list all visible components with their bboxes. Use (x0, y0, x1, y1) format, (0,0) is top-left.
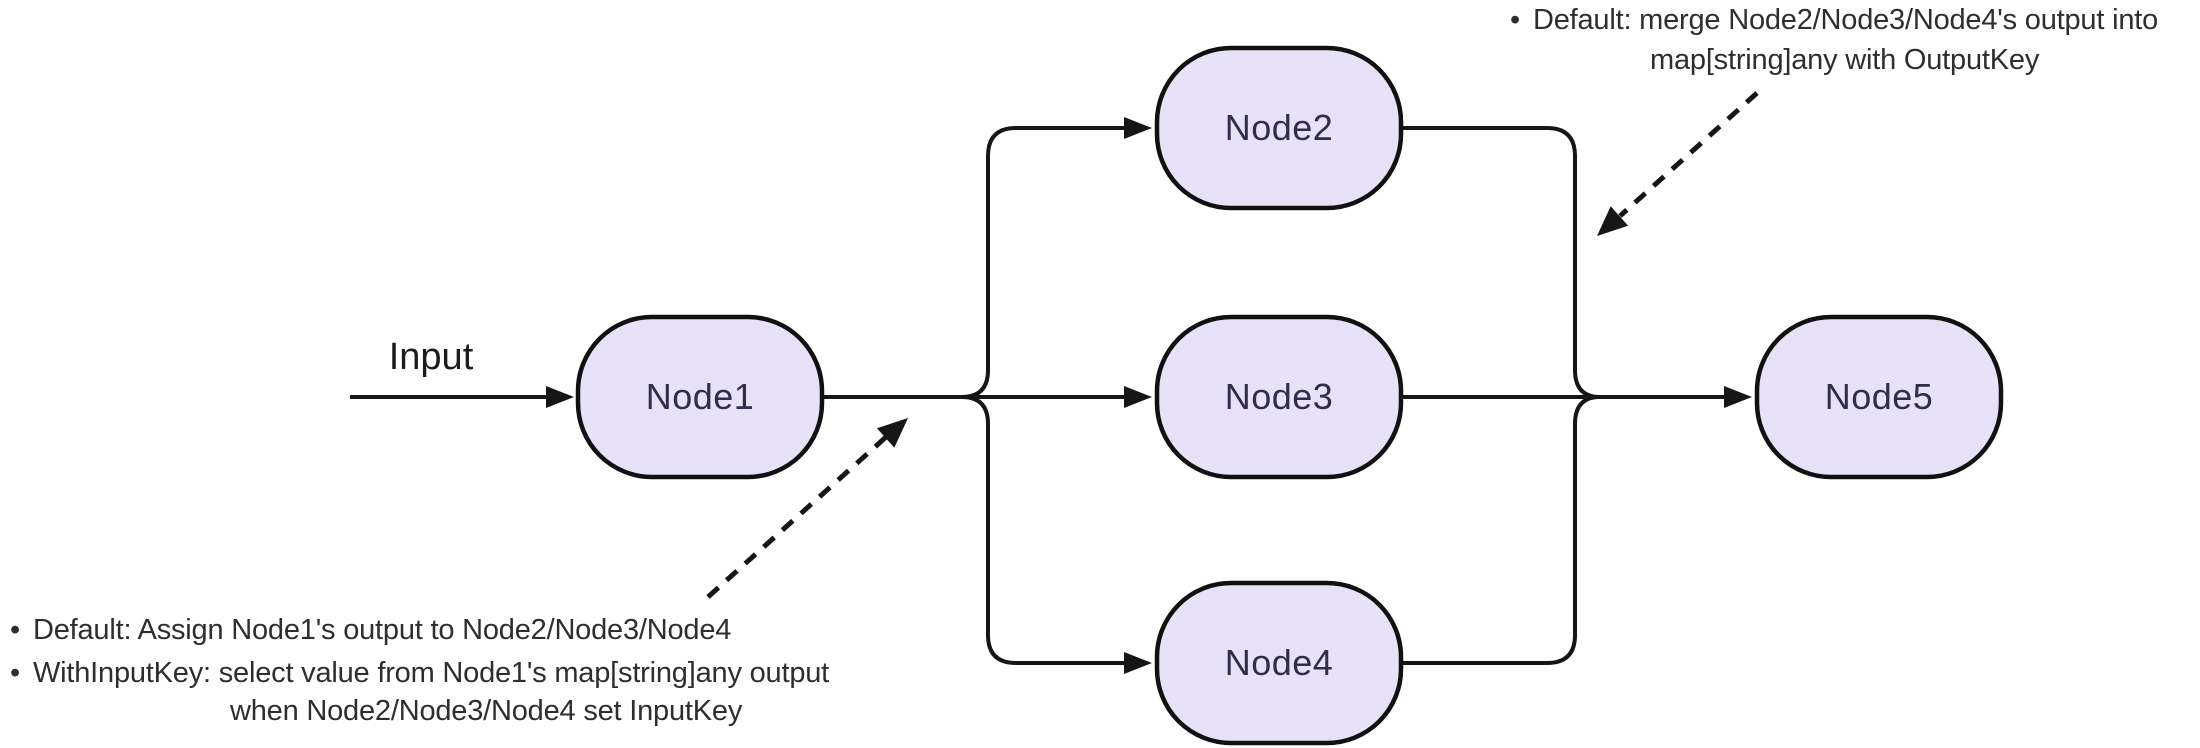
node5-label: Node5 (1824, 376, 1934, 417)
node1-label: Node1 (645, 376, 755, 417)
edge-node4-node5 (1402, 395, 1599, 665)
arrowhead-into-node2 (1124, 117, 1152, 139)
node2-shape (1154, 45, 1404, 211)
edge-node1-node2 (961, 126, 1126, 399)
fanout-note-line1: • Default: Assign Node1's output to Node2… (10, 612, 731, 648)
merge-note-line1: • Default: merge Node2/Node3/Node4's outp… (1510, 2, 2158, 38)
merge-note-line2: map[string]any with OutputKey (1650, 44, 2040, 76)
fanout-note-line1-text: Default: Assign Node1's output to Node2/… (32, 614, 732, 646)
arrowhead-into-node3 (1124, 386, 1152, 408)
bullet-icon: • (10, 614, 20, 646)
node1-shape (575, 314, 825, 480)
arrowhead-into-node5 (1724, 386, 1752, 408)
bullet-icon: • (10, 657, 20, 689)
dashed-arrowhead-fanout (876, 418, 908, 448)
node2-label: Node2 (1224, 107, 1334, 148)
input-edge-label: Input (388, 336, 474, 378)
node4-label: Node4 (1224, 642, 1334, 683)
fanout-note-line2: • WithInputKey: select value from Node1's… (10, 655, 829, 691)
dashed-arrow-merge-note (1618, 91, 1759, 218)
fanout-note-line2-text: WithInputKey: select value from Node1's … (32, 657, 830, 689)
arrowhead-into-node1 (546, 386, 574, 408)
merge-note-line1-text: Default: merge Node2/Node3/Node4's outpu… (1532, 4, 2159, 36)
arrowhead-into-node4 (1124, 652, 1152, 674)
node3-shape (1154, 314, 1404, 480)
bullet-icon: • (1510, 4, 1520, 36)
dashed-arrowhead-merge (1597, 206, 1629, 236)
node5-shape (1754, 314, 2004, 480)
node3-label: Node3 (1224, 376, 1334, 417)
edge-node2-node5 (1402, 126, 1599, 399)
node4-shape (1154, 580, 1404, 746)
edge-node1-node4 (961, 395, 1126, 665)
fanout-note-line3: when Node2/Node3/Node4 set InputKey (230, 695, 743, 727)
